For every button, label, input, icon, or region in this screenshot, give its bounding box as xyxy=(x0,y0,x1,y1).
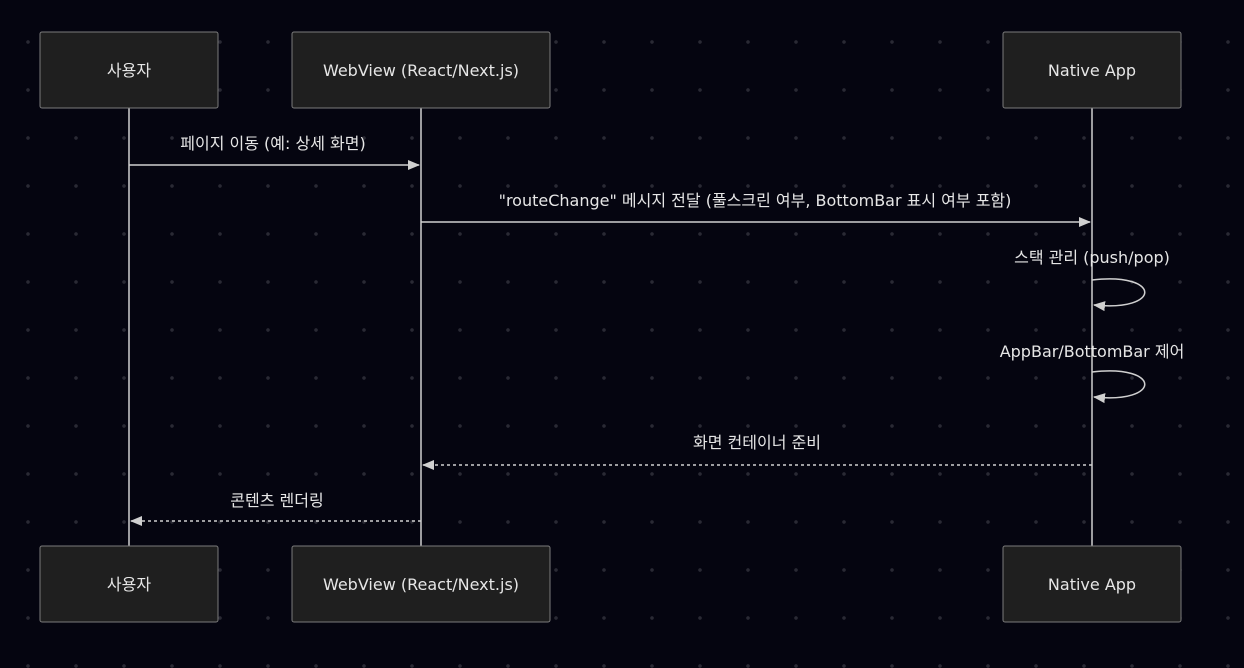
message-screen-container: 화면 컨테이너 준비 xyxy=(422,433,1092,470)
message-page-navigation: 페이지 이동 (예: 상세 화면) xyxy=(129,134,420,170)
participant-native-label: Native App xyxy=(1048,61,1136,80)
participant-user-label: 사용자 xyxy=(107,575,151,594)
participant-webview-bottom: WebView (React/Next.js) xyxy=(291,545,551,623)
message-label: 화면 컨테이너 준비 xyxy=(693,433,821,452)
participant-webview-label: WebView (React/Next.js) xyxy=(323,575,519,594)
message-label: AppBar/BottomBar 제어 xyxy=(1000,342,1185,361)
participant-native-bottom: Native App xyxy=(1002,545,1182,623)
message-route-change: "routeChange" 메시지 전달 (풀스크린 여부, BottomBar… xyxy=(421,191,1091,227)
participant-user-bottom: 사용자 xyxy=(39,545,219,623)
participant-webview-label: WebView (React/Next.js) xyxy=(323,61,519,80)
participant-native-label: Native App xyxy=(1048,575,1136,594)
participant-native-top: Native App xyxy=(1002,31,1182,109)
message-label: "routeChange" 메시지 전달 (풀스크린 여부, BottomBar… xyxy=(499,191,1012,210)
message-label: 콘텐츠 렌더링 xyxy=(230,491,323,510)
participant-webview-top: WebView (React/Next.js) xyxy=(291,31,551,109)
participant-user-top: 사용자 xyxy=(39,31,219,109)
message-label: 페이지 이동 (예: 상세 화면) xyxy=(180,134,365,153)
message-stack-management: 스택 관리 (push/pop) xyxy=(1014,248,1170,312)
message-appbar-control: AppBar/BottomBar 제어 xyxy=(1000,342,1185,404)
message-label: 스택 관리 (push/pop) xyxy=(1014,248,1170,267)
participant-user-label: 사용자 xyxy=(107,61,151,80)
message-content-render: 콘텐츠 렌더링 xyxy=(130,491,421,526)
